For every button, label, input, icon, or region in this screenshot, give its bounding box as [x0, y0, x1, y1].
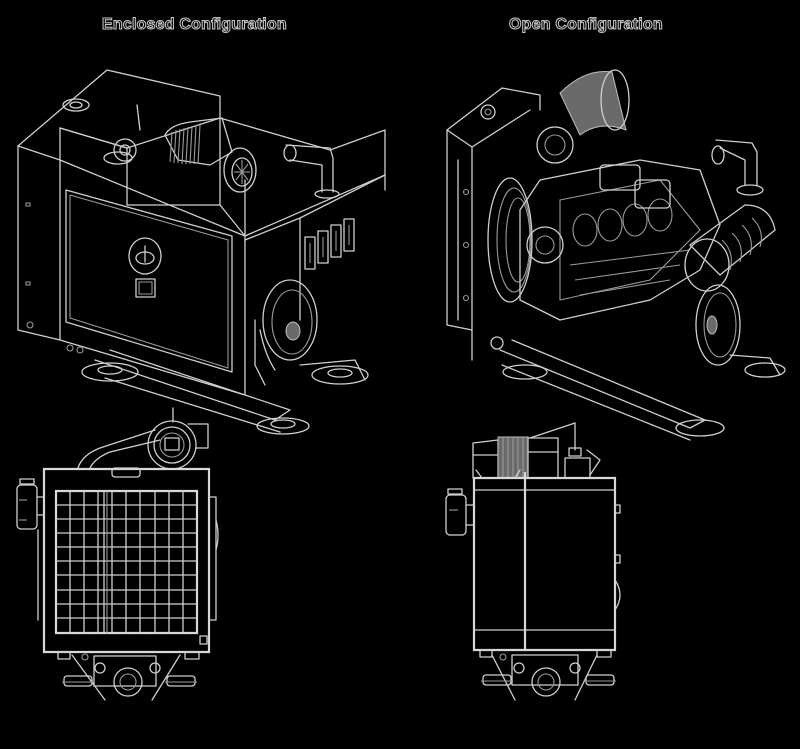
enclosed-front-drawing	[0, 400, 240, 700]
open-configuration-title: Open Configuration	[509, 16, 664, 34]
open-front-drawing	[430, 420, 650, 710]
open-isometric-drawing	[430, 60, 800, 440]
enclosed-configuration-title: Enclosed Configuration	[102, 16, 288, 34]
enclosed-isometric-drawing	[0, 0, 400, 440]
